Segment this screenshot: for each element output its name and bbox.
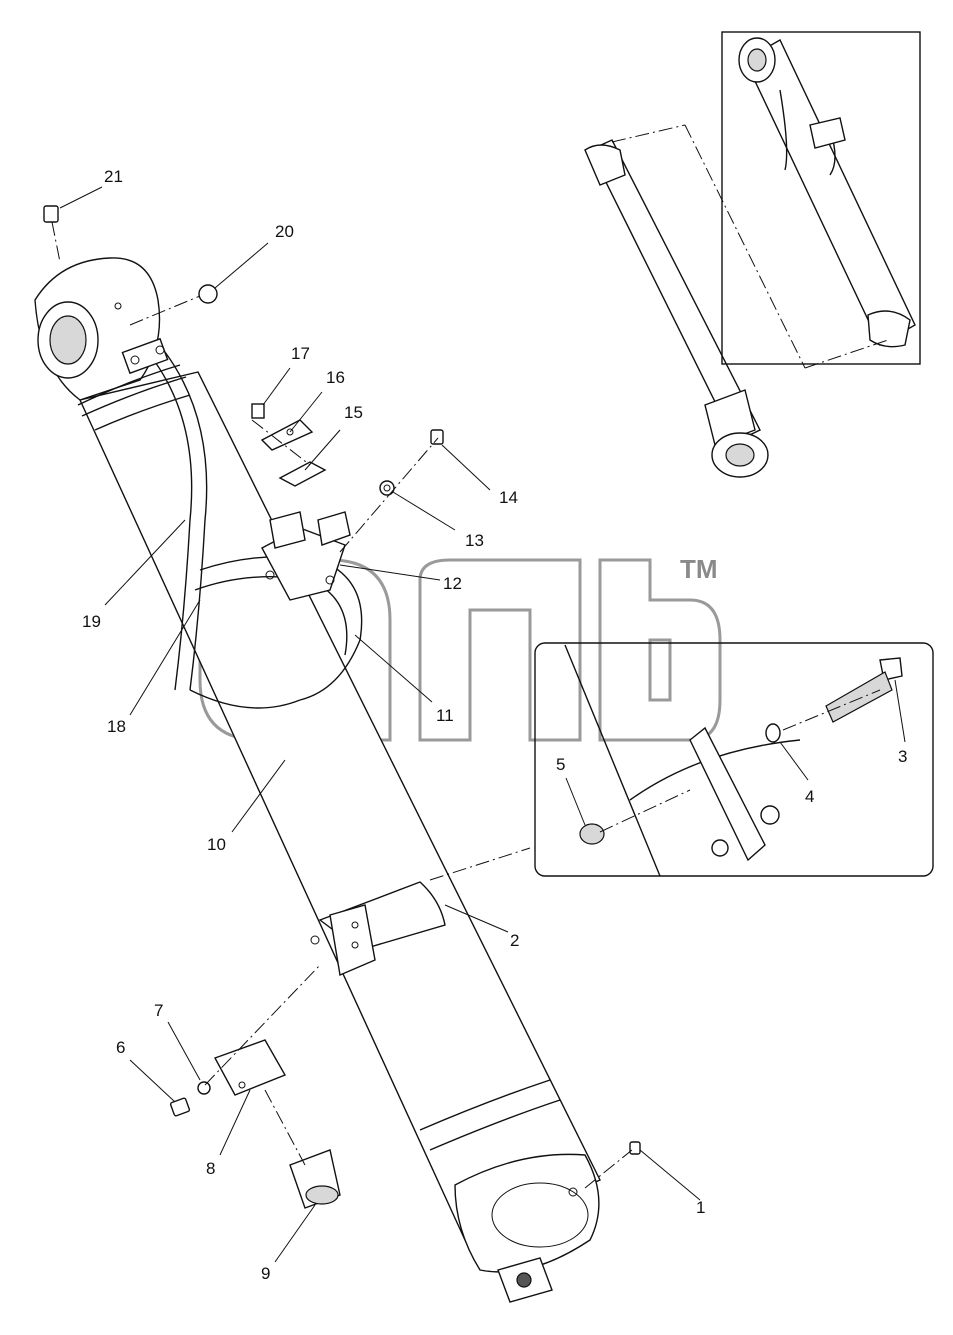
grease-fitting	[43, 205, 218, 304]
callout-1: 1	[696, 1198, 705, 1217]
trademark: TM	[680, 554, 718, 584]
callout-4: 4	[805, 787, 814, 806]
callout-14: 14	[499, 488, 518, 507]
clamp-ring	[189, 511, 363, 709]
watermark: TM	[198, 554, 722, 742]
callout-15: 15	[344, 403, 363, 422]
callout-21: 21	[104, 167, 123, 186]
leader-lines	[59, 186, 906, 1263]
callout-9: 9	[261, 1264, 270, 1283]
plug-fitting	[629, 1141, 641, 1155]
callout-labels: 1 2 3 4 5 6 7 8 9 10 11 12 13 14 15 16 1…	[82, 167, 907, 1283]
callout-10: 10	[207, 835, 226, 854]
callout-2: 2	[510, 931, 519, 950]
inset-top-view	[721, 31, 921, 365]
overview-cylinder	[584, 139, 769, 478]
callout-19: 19	[82, 612, 101, 631]
callout-13: 13	[465, 531, 484, 550]
bolt-washer-set	[379, 429, 444, 496]
bracket-plate	[251, 403, 327, 487]
callout-6: 6	[116, 1038, 125, 1057]
callout-11: 11	[436, 706, 454, 725]
callout-17: 17	[291, 344, 310, 363]
support-bracket	[169, 1039, 341, 1209]
callout-12: 12	[443, 574, 462, 593]
callout-5: 5	[556, 755, 565, 774]
cylinder-barrel	[79, 371, 601, 1303]
callout-16: 16	[326, 368, 345, 387]
callout-20: 20	[275, 222, 294, 241]
callout-7: 7	[154, 1001, 163, 1020]
callout-3: 3	[898, 747, 907, 766]
callout-18: 18	[107, 717, 126, 736]
centerlines	[51, 124, 889, 1189]
middle-clamp	[310, 881, 446, 976]
hydraulic-pipe	[121, 337, 208, 691]
inset-bolt-detail	[534, 642, 934, 877]
callout-8: 8	[206, 1159, 215, 1178]
